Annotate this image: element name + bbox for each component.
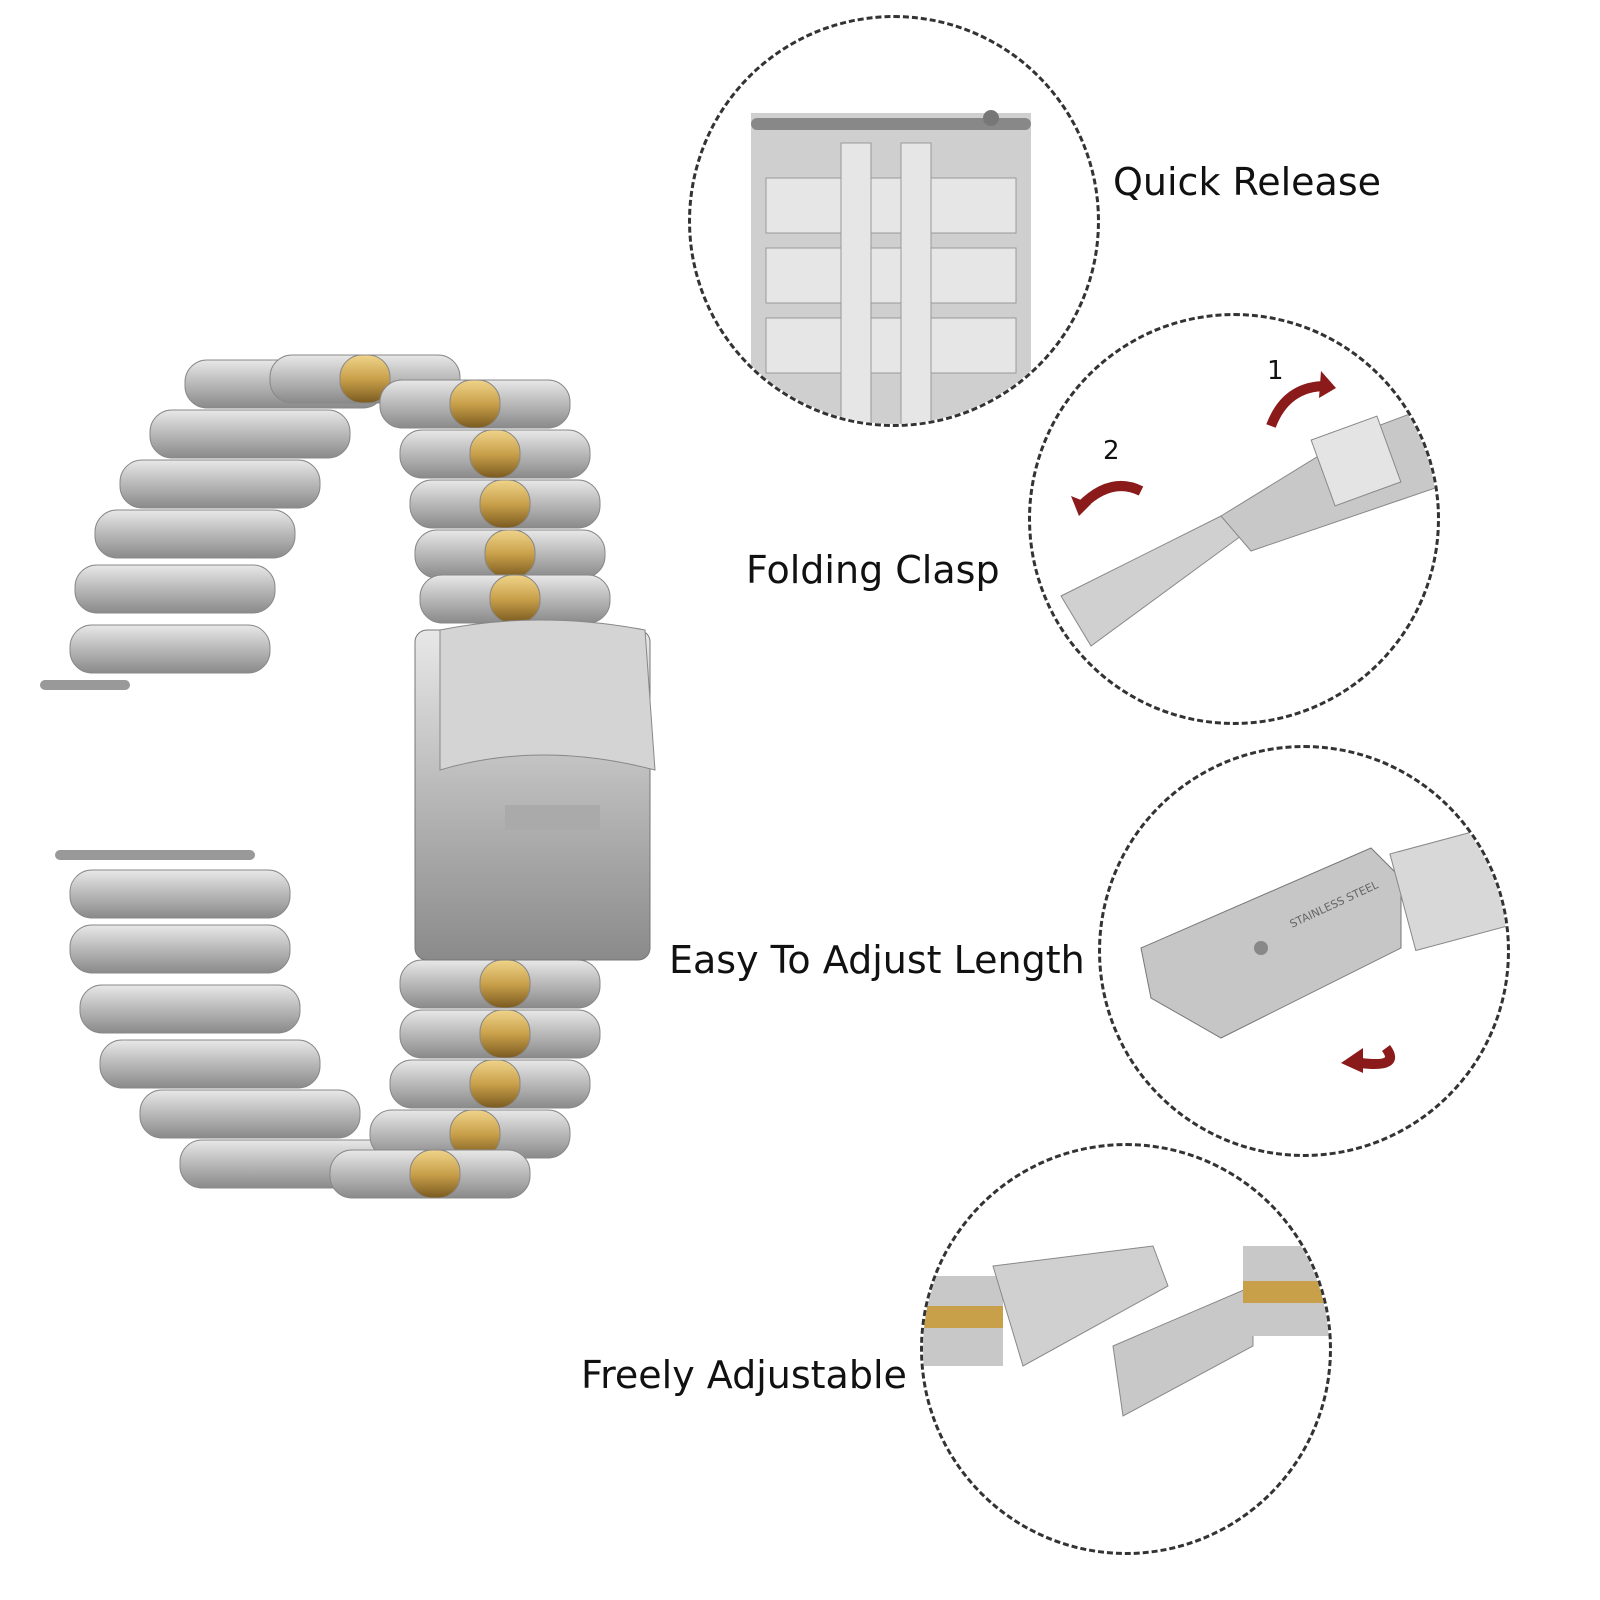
- folding-clasp-detail-image: 1 2: [1028, 313, 1440, 725]
- bracelet-link: [479, 959, 531, 1009]
- bracelet-link: [79, 984, 301, 1034]
- bracelet-link: [69, 924, 291, 974]
- bracelet-link: [479, 479, 531, 529]
- bracelet-link: [469, 429, 521, 479]
- bracelet-link: [339, 354, 391, 404]
- bracelet-link: [139, 1089, 361, 1139]
- bracelet-link: [449, 379, 501, 429]
- feature-label-freely-adjustable: Freely Adjustable: [581, 1353, 907, 1397]
- bracelet-link: [99, 1039, 321, 1089]
- bracelet-link: [469, 1059, 521, 1109]
- feature-label-folding-clasp: Folding Clasp: [746, 548, 1000, 592]
- bracelet-link: [119, 459, 321, 509]
- feature-label-adjust-length: Easy To Adjust Length: [669, 938, 1085, 982]
- bracelet-link: [409, 1149, 461, 1199]
- bracelet-link: [479, 1009, 531, 1059]
- bracelet-link: [149, 409, 351, 459]
- quick-release-detail-image: [688, 15, 1100, 427]
- step-number-1: 1: [1267, 356, 1284, 386]
- bracelet-link: [94, 509, 296, 559]
- adjust-length-detail-image: STAINLESS STEEL: [1098, 745, 1510, 1157]
- bracelet-link: [69, 624, 271, 674]
- step-number-2: 2: [1103, 436, 1120, 466]
- bracelet-link: [489, 574, 541, 624]
- bracelet-link: [484, 529, 536, 579]
- feature-label-quick-release: Quick Release: [1113, 160, 1382, 204]
- bracelet-link: [69, 869, 291, 919]
- freely-adjustable-detail-image: [920, 1143, 1332, 1555]
- watch-bracelet-image: [40, 354, 656, 1199]
- bracelet-link: [74, 564, 276, 614]
